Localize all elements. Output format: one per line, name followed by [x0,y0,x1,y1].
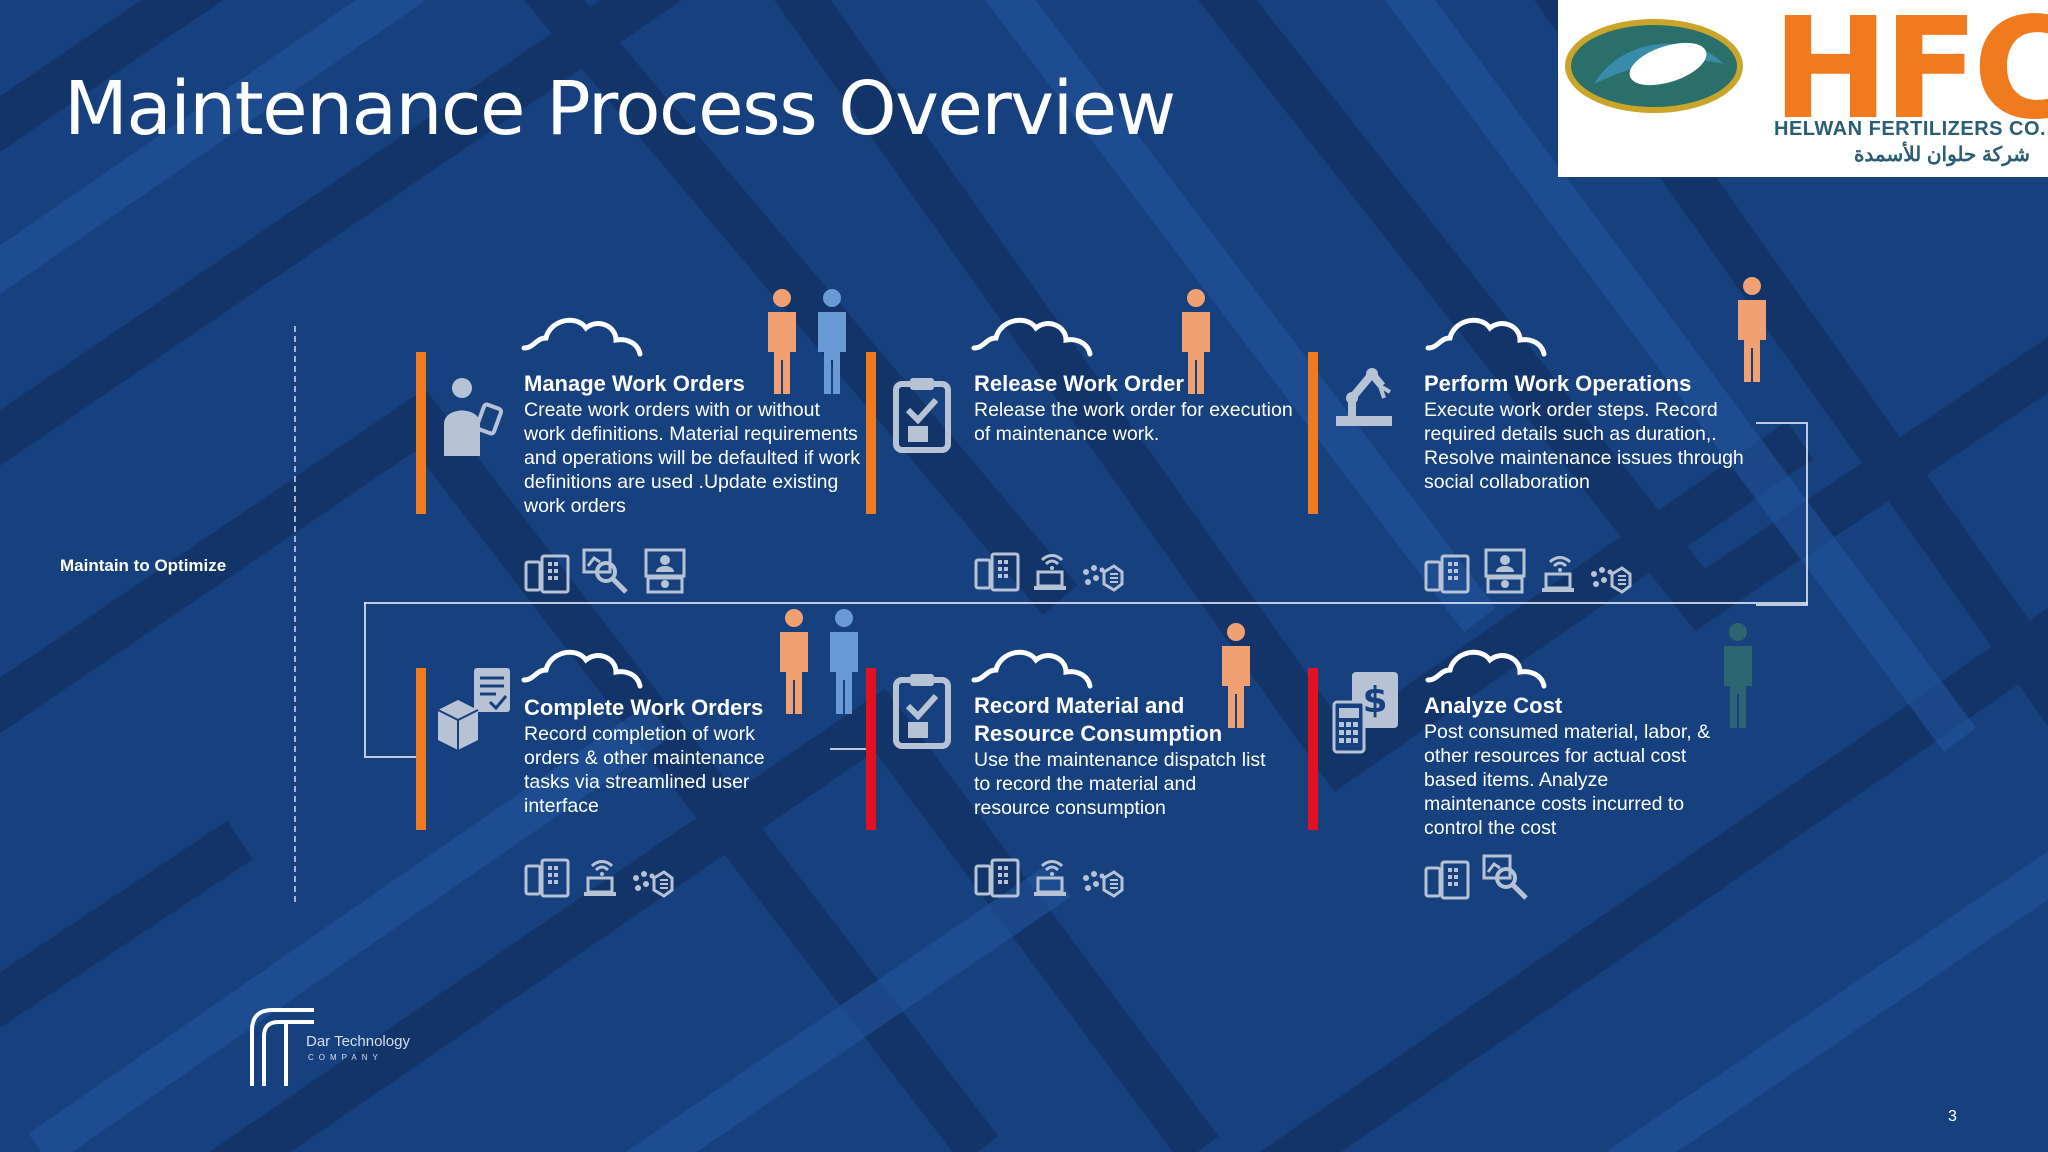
device-icons [974,548,1124,597]
process-description: Use the maintenance dispatch list to rec… [974,749,1266,819]
process-title: Complete Work Orders [524,695,764,720]
device-icons [1424,854,1530,905]
process-title: Release Work Order [974,371,1184,396]
people-icons [1182,289,1210,394]
process-description: Post consumed material, labor, & other r… [1424,721,1711,839]
cloud-icon [521,649,643,689]
cloud-icon [1425,317,1547,357]
logo-english-name: HELWAN FERTILIZERS CO. [1774,118,2047,140]
wifi-laptop-icon [1032,854,1068,903]
device-icons [524,548,688,599]
process-title: Record Material and Resource Consumption [974,693,1223,746]
cloud-icon [971,649,1093,689]
hfc-emblem-icon [1565,19,1743,113]
collaboration-board-icon [1482,548,1528,599]
footer-logo-sub: COMPANY [308,1053,383,1062]
accent-bar [866,352,876,514]
flow-connector-right [1756,422,1808,606]
process-description: Release the work order for execution of … [974,399,1293,445]
flow-connector-middle [364,602,1808,604]
iot-sensor-icon [1080,562,1124,597]
mobile-tablet-icon [524,858,570,903]
company-logo: HFC HELWAN FERTILIZERS CO. شركة حلوان لل… [1558,0,2048,177]
flow-connector-row2 [830,748,872,750]
cloud-icon [1425,649,1547,689]
wifi-laptop-icon [582,854,618,903]
svg-text:$: $ [1362,680,1387,721]
process-description: Create work orders with or without work … [524,399,861,517]
boxes-document-icon [437,668,510,750]
person-orange-icon [1222,623,1250,728]
iot-sensor-icon [1588,564,1632,599]
flow-connector-left [364,602,418,758]
footer-logo-name: Dar Technology [306,1033,410,1050]
accent-bar [1308,352,1318,514]
person-teal-icon [1724,623,1752,728]
process-title: Analyze Cost [1424,693,1563,718]
dar-technology-logo: Dar Technology COMPANY [250,1008,410,1086]
accent-bar [416,352,426,514]
clipboard-check-icon [893,674,951,749]
people-icons [1222,623,1250,728]
device-icons [974,854,1124,903]
device-icons [1424,548,1632,599]
robot-arm-icon [1336,367,1392,426]
people-icons [1738,277,1766,382]
mobile-tablet-icon [974,858,1020,903]
wifi-laptop-icon [1540,550,1576,599]
mobile-tablet-icon [1424,554,1470,599]
process-description: Execute work order steps. Record require… [1424,399,1744,493]
analytics-search-icon [582,548,630,599]
page-number: 3 [1948,1108,1957,1125]
device-icons [524,854,674,903]
dashed-divider [294,326,296,902]
person-orange-icon [1182,289,1210,394]
people-icons [768,289,846,394]
cost-calculator-icon: $ [1332,672,1398,754]
person-blue-icon [830,609,858,714]
logo-hfc-text: HFC [1772,0,2048,151]
mobile-tablet-icon [524,554,570,599]
iot-sensor-icon [1080,868,1124,903]
mobile-tablet-icon [974,552,1020,597]
cloud-icon [971,317,1093,357]
people-icons [780,609,858,714]
person-blue-icon [818,289,846,394]
mobile-tablet-icon [1424,860,1470,905]
person-orange-icon [768,289,796,394]
side-label: Maintain to Optimize [60,556,227,575]
process-title: Manage Work Orders [524,371,745,396]
accent-bar [416,668,426,830]
person-orange-icon [1738,277,1766,382]
people-icons [1724,623,1752,728]
worker-tablet-icon [444,378,504,456]
collaboration-board-icon [642,548,688,599]
cloud-icon [521,317,643,357]
wifi-laptop-icon [1032,548,1068,597]
accent-bar [1308,668,1318,830]
process-title: Perform Work Operations [1424,371,1692,396]
iot-sensor-icon [630,868,674,903]
analytics-search-icon [1482,854,1530,905]
person-orange-icon [780,609,808,714]
process-description: Record completion of work orders & other… [524,723,765,817]
slide-title: Maintenance Process Overview [64,66,1176,152]
logo-arabic-name: شركة حلوان للأسمدة [1853,144,2030,166]
clipboard-check-icon [893,378,951,453]
accent-bar [866,668,876,830]
